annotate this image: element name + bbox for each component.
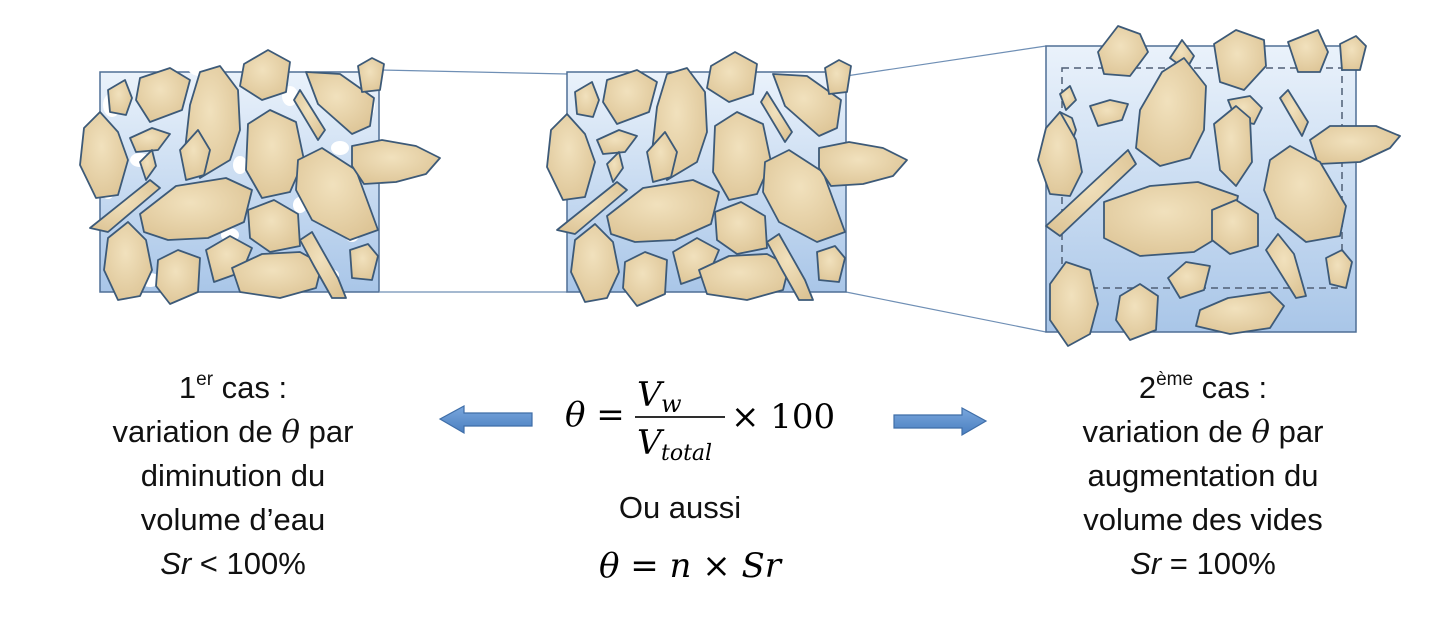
- sample-expanded: [1037, 25, 1401, 347]
- sample-unsaturated: [79, 49, 441, 305]
- case1-line2: variation de θ par: [112, 414, 354, 450]
- zoom-connector-lines: [379, 45, 1047, 333]
- case1-line4: volume d’eau: [140, 502, 326, 537]
- formula-numerator: V: [637, 375, 665, 415]
- formula-denominator: V: [637, 423, 665, 463]
- case2-heading: 2ème cas :: [1138, 369, 1268, 405]
- case1-description: 1er cas : variation de θ par diminution …: [48, 366, 418, 586]
- alternate-formula: θ = n × Sr: [599, 546, 783, 586]
- soil-grains: [546, 51, 908, 307]
- case1-saturation: Sr < 100%: [160, 546, 306, 581]
- arrow-right: [893, 406, 988, 437]
- formula-numerator-sub: w: [661, 390, 682, 418]
- case1-line3: diminution du: [140, 458, 326, 493]
- arrow-left: [438, 404, 533, 435]
- soil-grains: [79, 49, 441, 305]
- formula-rhs: × 100: [731, 397, 835, 437]
- water-content-formula: θ = V w V total × 100: [565, 375, 835, 466]
- sample-reference: [546, 51, 908, 307]
- case2-saturation: Sr = 100%: [1130, 546, 1276, 581]
- case2-line4: volume des vides: [1083, 502, 1323, 537]
- alternate-formula-text: θ = n × Sr: [599, 546, 783, 586]
- case2-description: 2ème cas : variation de θ par augmentati…: [1018, 366, 1388, 586]
- formula-denominator-sub: total: [661, 441, 712, 466]
- soil-grains: [1037, 25, 1401, 347]
- or-label: Ou aussi: [618, 490, 742, 525]
- formula-lhs: θ =: [565, 395, 625, 435]
- case2-line3: augmentation du: [1087, 458, 1319, 493]
- case2-line2: variation de θ par: [1082, 414, 1324, 450]
- case1-heading: 1er cas :: [178, 369, 288, 405]
